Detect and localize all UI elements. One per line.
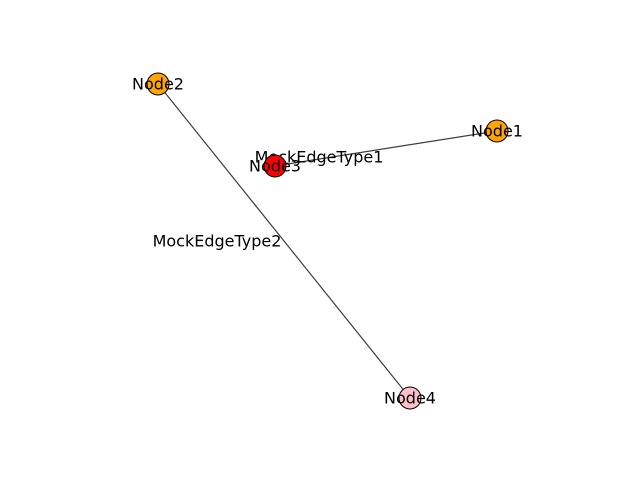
node-label: Node1 — [471, 122, 523, 141]
edge-label: MockEdgeType2 — [153, 232, 282, 251]
node-n3 — [263, 154, 287, 178]
node-n4 — [398, 386, 422, 410]
edge-n2-n4 — [157, 83, 411, 399]
node-label: Node4 — [384, 389, 436, 408]
node-label: Node2 — [132, 75, 184, 94]
nodes-layer — [146, 72, 509, 410]
node-label: Node3 — [249, 157, 301, 176]
edge-n3-n1 — [274, 130, 498, 167]
edges-layer — [157, 83, 498, 399]
edge-label: MockEdgeType1 — [255, 148, 384, 167]
node-n1 — [485, 119, 509, 143]
node-n2 — [146, 72, 170, 96]
